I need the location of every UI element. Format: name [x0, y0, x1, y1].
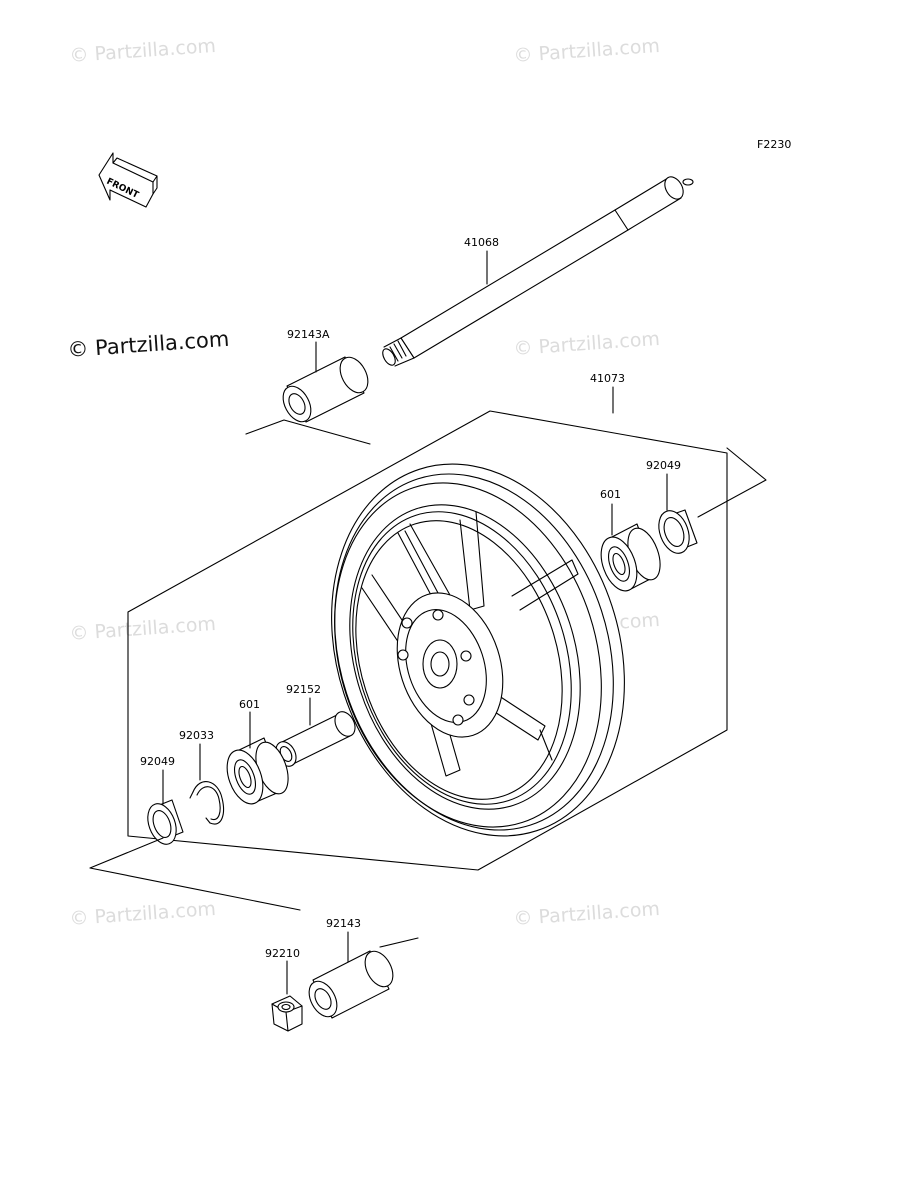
axle-41068: [382, 176, 694, 367]
front-arrow-icon: FRONT: [98, 152, 158, 208]
circlip-92033: [189, 781, 225, 825]
seal-92049-left: [147, 799, 184, 845]
watermark: © Partzilla.com: [513, 35, 661, 67]
part-label-92049-right: 92049: [646, 459, 681, 472]
watermark-main: © Partzilla.com: [67, 327, 230, 362]
part-label-41068: 41068: [464, 236, 499, 249]
part-label-601-left: 601: [239, 698, 260, 711]
watermark: © Partzilla.com: [69, 35, 217, 67]
watermark: © Partzilla.com: [513, 898, 661, 930]
wheel-41073: [331, 463, 625, 837]
collar-92143: [308, 950, 394, 1019]
part-label-92152: 92152: [286, 683, 321, 696]
axis-line-lower-left: [89, 837, 301, 911]
collar-92143a: [282, 356, 369, 423]
wheel-assembly-frame: [127, 410, 728, 871]
axis-line-left: [245, 419, 371, 445]
nut-92210: [271, 995, 303, 1032]
diagram-code: F2230: [757, 138, 791, 151]
part-label-92143: 92143: [326, 917, 361, 930]
part-label-92210: 92210: [265, 947, 300, 960]
part-label-92143a: 92143A: [287, 328, 330, 341]
part-label-41073: 41073: [590, 372, 625, 385]
watermark: © Partzilla.com: [513, 328, 661, 360]
watermark: © Partzilla.com: [69, 613, 217, 645]
sleeve-92152: [275, 711, 356, 767]
part-label-92033: 92033: [179, 729, 214, 742]
axis-line-lower-right: [379, 937, 419, 948]
axis-line-right: [697, 447, 767, 518]
bearing-601-right: [600, 523, 661, 592]
part-label-601-right: 601: [600, 488, 621, 501]
watermark: © Partzilla.com: [69, 898, 217, 930]
part-label-92049-left: 92049: [140, 755, 175, 768]
bearing-601-left: [226, 737, 289, 805]
seal-92049-right: [658, 509, 698, 554]
